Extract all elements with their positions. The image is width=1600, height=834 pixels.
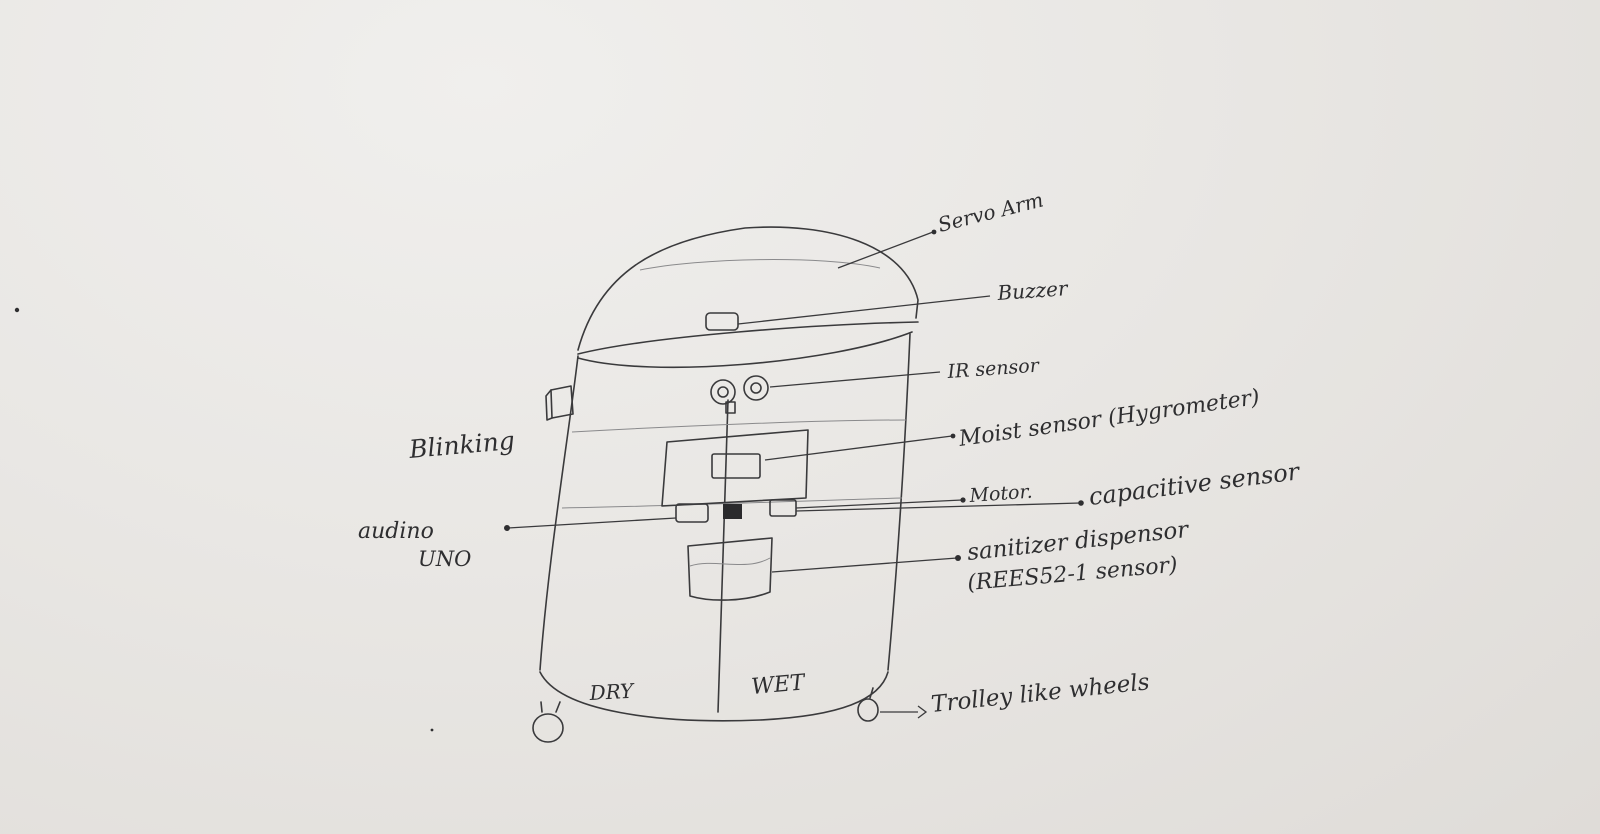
leader-dot-motor (960, 497, 966, 503)
body-guide-line (571, 419, 907, 433)
label-ir-sensor: IR sensor (946, 355, 1042, 384)
label-dry: DRY (588, 679, 636, 705)
left-trolley-wheel (532, 713, 564, 743)
leader-buzzer (737, 295, 991, 325)
right-wheel-mount (869, 687, 874, 699)
label-motor: Motor. (968, 481, 1033, 507)
lid-rim-back (577, 331, 913, 369)
ir-sensor-left-pupil (717, 386, 729, 398)
label-moist-sensor: Moist sensor (Hygrometer) (956, 385, 1261, 452)
label-blinking: Blinking (407, 426, 516, 464)
leader-wheels (880, 705, 928, 719)
motor-module-dark (723, 504, 742, 519)
left-wheel-mount (555, 701, 561, 713)
ir-sensor-stem (725, 401, 736, 414)
leader-dot-capacitive (1078, 500, 1084, 506)
ir-sensor-right-pupil (750, 382, 762, 394)
bin-right-wall (887, 333, 911, 671)
dome-lid (577, 226, 919, 351)
lid-rim-front (577, 321, 919, 355)
arduino-module (675, 503, 709, 523)
sanitizer-level-line (689, 557, 771, 567)
stray-mark (430, 728, 434, 732)
blinking-light-box (550, 385, 574, 419)
left-wheel-mount (540, 701, 543, 713)
bin-center-divider (717, 399, 729, 713)
leader-dot-servo (931, 229, 937, 235)
label-trolley-wheels: Trolley like wheels (930, 669, 1151, 718)
leader-moist-sensor (764, 435, 953, 461)
body-guide-line (561, 497, 903, 509)
moist-sensor-chip (711, 453, 761, 479)
label-arduino-line1: audino (358, 519, 434, 544)
leader-dot-moist (950, 433, 956, 439)
label-capacitive-sensor: capacitive sensor (1087, 457, 1302, 511)
leader-dot-sanitizer (955, 555, 961, 561)
bin-left-wall (539, 355, 579, 671)
leader-ir-sensor (769, 371, 941, 388)
buzzer-component (705, 312, 739, 331)
leader-capacitive (795, 502, 1081, 512)
ir-sensor-right-eye (743, 375, 769, 401)
moist-sensor-board (661, 429, 809, 507)
right-trolley-wheel (857, 698, 879, 722)
leader-dot-arduino (504, 525, 510, 531)
lid-inner-highlight (639, 259, 881, 271)
leader-arduino (507, 517, 677, 529)
stray-mark (14, 307, 20, 313)
label-arduino-line2: UNO (418, 547, 471, 571)
blinking-light-box-side (545, 389, 553, 421)
label-servo-arm: Servo Arm (935, 187, 1045, 236)
leader-sanitizer (771, 557, 958, 573)
label-wet: WET (750, 670, 808, 700)
sanitizer-dispenser (687, 537, 773, 601)
bin-bottom (539, 671, 889, 722)
leader-servo-arm (837, 231, 934, 269)
ir-sensor-left-eye (710, 379, 736, 405)
label-buzzer: Buzzer (996, 276, 1070, 305)
leader-motor (795, 499, 963, 509)
